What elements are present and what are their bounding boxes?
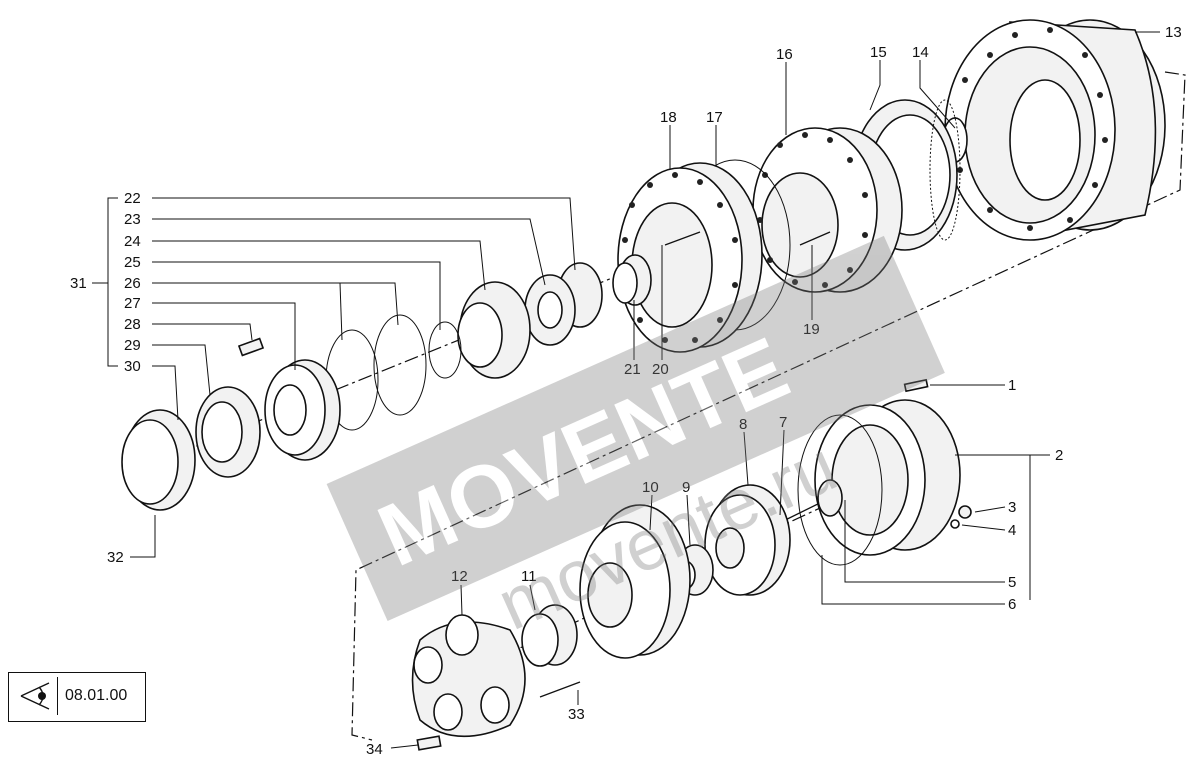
callout-11: 11 (521, 568, 537, 585)
callout-10: 10 (642, 479, 659, 496)
callout-22: 22 (124, 190, 141, 207)
part-10-carrier-with-gear (579, 504, 691, 659)
part-16-planet-carrier (752, 127, 903, 293)
callout-14: 14 (912, 44, 929, 61)
part-26-seal-outer (373, 314, 427, 416)
callout-9: 9 (682, 479, 690, 496)
part-20-pin (664, 231, 701, 246)
part-32-brake-band (121, 409, 196, 511)
part-2-ring-gear-housing (814, 399, 961, 556)
part-19-pin (799, 231, 831, 246)
callout-33: 33 (568, 706, 585, 723)
callout-1: 1 (1008, 377, 1016, 394)
callout-2: 2 (1055, 447, 1063, 464)
callout-8: 8 (739, 416, 747, 433)
part-18-brake-disc (617, 162, 763, 353)
part-33-pin (539, 681, 581, 698)
part-21-sun-gear (612, 254, 652, 306)
callout-29: 29 (124, 337, 141, 354)
leader-lines (92, 31, 1160, 749)
callout-labels: 13 14 15 16 17 18 19 20 21 22 23 24 25 2… (70, 24, 1182, 758)
part-24-piston (457, 281, 531, 379)
callout-13: 13 (1165, 24, 1182, 41)
part-29-retainer (195, 386, 261, 478)
callout-32: 32 (107, 549, 124, 566)
part-28-spring (237, 337, 265, 357)
callout-31: 31 (70, 275, 87, 292)
callout-7: 7 (779, 414, 787, 431)
callout-25: 25 (124, 254, 141, 271)
callout-30: 30 (124, 358, 141, 375)
part-8-planet-carrier (704, 484, 791, 596)
part-12-planet-carrier-assembly (411, 614, 526, 738)
view-reference-box: 08.01.00 (8, 672, 146, 722)
part-25-seal (428, 321, 462, 379)
callout-23: 23 (124, 211, 141, 228)
callout-27: 27 (124, 295, 141, 312)
callout-5: 5 (1008, 574, 1016, 591)
part-34-pin (416, 735, 442, 751)
callout-28: 28 (124, 316, 141, 333)
callout-26: 26 (124, 275, 141, 292)
callout-17: 17 (706, 109, 723, 126)
part-11-gear (521, 604, 578, 667)
part-6-o-ring (797, 414, 883, 566)
callout-18: 18 (660, 109, 677, 126)
callout-3: 3 (1008, 499, 1016, 516)
eye-icon (13, 677, 58, 715)
part-23-steel-disc (524, 274, 576, 346)
callout-19: 19 (803, 321, 820, 338)
part-27-ring-carrier (264, 359, 341, 461)
part-13-hub-housing (944, 19, 1166, 241)
part-1-bolt (903, 378, 929, 393)
reference-code: 08.01.00 (65, 687, 128, 704)
callout-15: 15 (870, 44, 887, 61)
callout-12: 12 (451, 568, 468, 585)
callout-4: 4 (1008, 522, 1016, 539)
callout-34: 34 (366, 741, 383, 758)
callout-21: 21 (624, 361, 641, 378)
callout-24: 24 (124, 233, 141, 250)
part-3-plug (958, 505, 972, 519)
callout-6: 6 (1008, 596, 1016, 613)
part-4-washer (950, 519, 960, 529)
assembly-boundary-line (351, 71, 1186, 741)
callout-20: 20 (652, 361, 669, 378)
callout-16: 16 (776, 46, 793, 63)
